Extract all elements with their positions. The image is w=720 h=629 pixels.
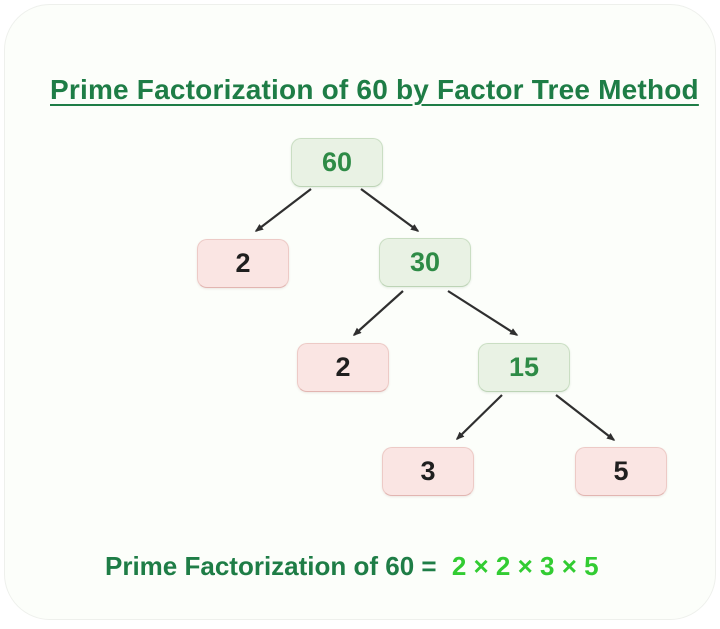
tree-node-2-middle: 2 (297, 343, 389, 392)
edge-arrow-60-2 (254, 188, 312, 232)
tree-node-value: 60 (321, 147, 353, 177)
equation-result: 2 × 2 × 3 × 5 (451, 551, 599, 581)
tree-node-value: 5 (613, 456, 629, 486)
tree-node-60: 60 (291, 138, 383, 187)
edge-arrow-30-15 (447, 290, 519, 336)
tree-node-3: 3 (382, 447, 474, 496)
tree-node-2-left: 2 (197, 239, 289, 288)
diagram-title: Prime Factorization of 60 by Factor Tree… (50, 73, 699, 105)
diagram-card: Prime Factorization of 60 by Factor Tree… (4, 4, 716, 620)
tree-node-5: 5 (575, 447, 667, 496)
factorization-equation: Prime Factorization of 60 = 2 × 2 × 3 × … (105, 551, 665, 582)
tree-node-15: 15 (478, 343, 570, 392)
tree-node-value: 2 (335, 352, 351, 382)
tree-node-30: 30 (379, 238, 471, 287)
tree-node-value: 30 (409, 247, 441, 277)
equation-label: Prime Factorization of 60 = (105, 551, 437, 581)
edge-arrow-15-5 (555, 394, 616, 441)
edge-arrow-30-2 (352, 290, 404, 337)
edge-arrow-60-30 (360, 188, 420, 232)
edge-arrow-15-3 (455, 394, 503, 441)
tree-node-value: 3 (420, 456, 436, 486)
tree-node-value: 15 (508, 352, 540, 382)
tree-node-value: 2 (235, 248, 251, 278)
